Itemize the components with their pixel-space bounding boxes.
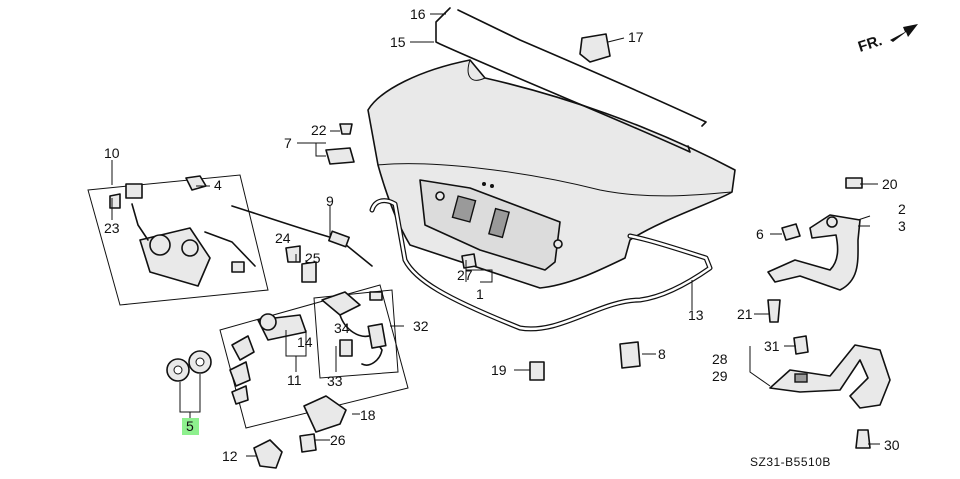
part-19-bumper[interactable] bbox=[529, 361, 545, 381]
part-22-clip[interactable] bbox=[339, 123, 353, 135]
label-33: 33 bbox=[327, 373, 343, 389]
opener-switch-box bbox=[313, 289, 399, 379]
label-22: 22 bbox=[311, 122, 327, 138]
label-26: 26 bbox=[330, 432, 346, 448]
trunk-lid[interactable] bbox=[367, 59, 736, 289]
label-7: 7 bbox=[284, 135, 292, 151]
label-5: 5 bbox=[186, 418, 194, 434]
part-34-clip[interactable] bbox=[339, 339, 353, 357]
label-1: 1 bbox=[476, 286, 484, 302]
part-20-bolt[interactable] bbox=[845, 177, 863, 189]
part-30-bolt[interactable] bbox=[855, 429, 871, 449]
label-18: 18 bbox=[360, 407, 376, 423]
part-4-clip[interactable] bbox=[185, 175, 207, 191]
part-26-clip[interactable] bbox=[299, 433, 317, 453]
label-27: 27 bbox=[457, 267, 473, 283]
release-cable[interactable] bbox=[231, 205, 373, 267]
label-6: 6 bbox=[756, 226, 764, 242]
label-29: 29 bbox=[712, 368, 728, 384]
label-8: 8 bbox=[658, 346, 666, 362]
part-18-handle[interactable] bbox=[303, 395, 347, 433]
label-19: 19 bbox=[491, 362, 507, 378]
label-12: 12 bbox=[222, 448, 238, 464]
part-12-key-cover[interactable] bbox=[253, 439, 283, 469]
label-32: 32 bbox=[413, 318, 429, 334]
label-17: 17 bbox=[628, 29, 644, 45]
part-labels: 16 15 17 22 7 4 10 23 9 24 25 27 1 20 2 … bbox=[104, 6, 906, 469]
label-9: 9 bbox=[326, 193, 334, 209]
label-24: 24 bbox=[275, 230, 291, 246]
part-27-clip[interactable] bbox=[461, 253, 477, 269]
label-30: 30 bbox=[884, 437, 900, 453]
label-23: 23 bbox=[104, 220, 120, 236]
label-31: 31 bbox=[764, 338, 780, 354]
label-25: 25 bbox=[305, 250, 321, 266]
front-direction-label: FR. bbox=[856, 32, 884, 56]
label-20: 20 bbox=[882, 176, 898, 192]
label-4: 4 bbox=[214, 177, 222, 193]
trunk-weatherstrip[interactable] bbox=[369, 198, 713, 332]
label-2: 2 bbox=[898, 201, 906, 217]
label-34: 34 bbox=[334, 320, 350, 336]
label-21: 21 bbox=[737, 306, 753, 322]
trunk-hinge-lower[interactable] bbox=[769, 344, 891, 409]
label-3: 3 bbox=[898, 218, 906, 234]
label-14: 14 bbox=[297, 334, 313, 350]
trunk-torsion-bar[interactable] bbox=[435, 7, 707, 153]
label-11: 11 bbox=[287, 372, 302, 388]
diagram-code: SZ31-B5510B bbox=[750, 455, 831, 469]
label-13: 13 bbox=[688, 307, 704, 323]
part-5-seals[interactable] bbox=[166, 350, 212, 382]
part-8-bumper[interactable] bbox=[619, 341, 641, 369]
label-28: 28 bbox=[712, 351, 728, 367]
highlight-part-5 bbox=[182, 418, 199, 435]
front-arrow-icon bbox=[890, 24, 918, 42]
part-25-clip[interactable] bbox=[301, 261, 317, 283]
leader-lines bbox=[111, 13, 880, 457]
part-21-bolt[interactable] bbox=[767, 299, 781, 323]
label-16: 16 bbox=[410, 6, 426, 22]
front-direction-indicator: FR. bbox=[856, 24, 918, 56]
part-24-clip[interactable] bbox=[285, 245, 301, 263]
part-31-clip[interactable] bbox=[793, 335, 809, 355]
label-10: 10 bbox=[104, 145, 120, 161]
trunk-hinge[interactable] bbox=[767, 214, 861, 291]
part-17-bumper[interactable] bbox=[579, 33, 611, 63]
part-7-bracket[interactable] bbox=[325, 147, 355, 165]
label-15: 15 bbox=[390, 34, 406, 50]
part-6-clip[interactable] bbox=[781, 223, 801, 241]
